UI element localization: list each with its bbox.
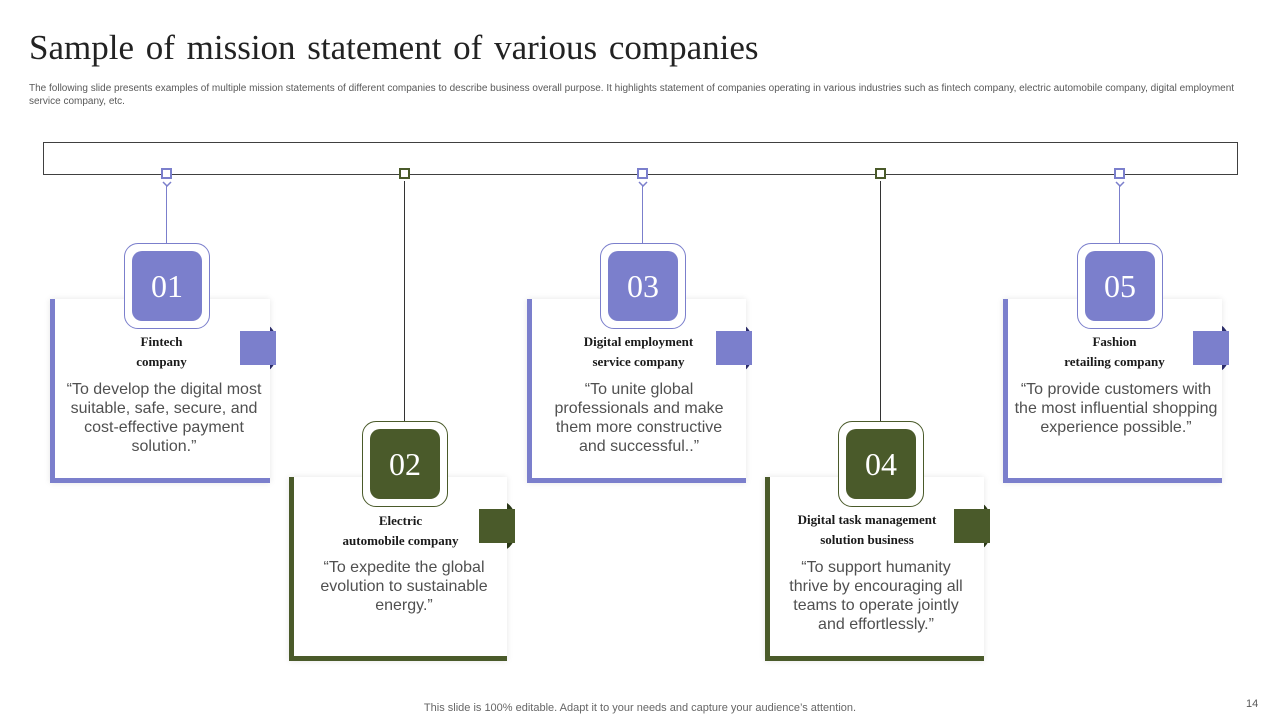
card-accent-bottom (289, 656, 507, 661)
connector-line-1 (166, 186, 167, 244)
card-accent-bottom (1003, 478, 1222, 483)
page-number: 14 (1246, 698, 1259, 710)
number-badge-4: 04 (838, 421, 924, 507)
chevron-down-icon (638, 181, 648, 187)
mission-card-5: Fashion retailing company “To provide cu… (1003, 299, 1222, 483)
chevron-down-icon (162, 181, 172, 187)
card-mission-text: “To expedite the global evolution to sus… (320, 559, 488, 614)
card-accent-left (1003, 299, 1008, 483)
card-tab-square-2 (479, 509, 515, 543)
card-title-line: Fintech (140, 334, 183, 349)
badge-number: 02 (370, 429, 440, 499)
slide-subtitle: The following slide presents examples of… (29, 83, 1235, 107)
card-accent-bottom (527, 478, 746, 483)
chevron-down-icon (1115, 181, 1125, 187)
card-accent-left (289, 477, 294, 661)
number-badge-3: 03 (600, 243, 686, 329)
card-title-line: solution business (820, 532, 914, 547)
mission-card-4: Digital task management solution busines… (765, 477, 984, 661)
card-mission-text: “To unite global professionals and make … (554, 381, 724, 455)
connector-line-3 (642, 186, 643, 244)
card-tab-square-1 (240, 331, 276, 365)
card-title-line: company (136, 354, 187, 369)
slide-title: Sample of mission statement of various c… (29, 28, 759, 67)
card-accent-left (527, 299, 532, 483)
card-title-line: retailing company (1064, 354, 1165, 369)
card-mission-text: “To provide customers with the most infl… (1014, 381, 1218, 436)
number-badge-5: 05 (1077, 243, 1163, 329)
timeline-node-2 (399, 168, 410, 179)
connector-line-2 (404, 181, 405, 422)
connector-line-5 (1119, 186, 1120, 244)
mission-card-2: Electric automobile company “To expedite… (289, 477, 507, 661)
card-accent-left (50, 299, 55, 483)
card-tab-square-5 (1193, 331, 1229, 365)
card-mission-text: “To develop the digital most suitable, s… (66, 381, 262, 455)
card-title: Digital employment service company (537, 332, 740, 372)
timeline-node-1 (161, 168, 172, 179)
card-accent-left (765, 477, 770, 661)
card-title: Fintech company (60, 332, 263, 372)
slide-footer: This slide is 100% editable. Adapt it to… (423, 702, 857, 714)
mission-card-3: Digital employment service company “To u… (527, 299, 746, 483)
badge-number: 01 (132, 251, 202, 321)
badge-number: 05 (1085, 251, 1155, 321)
card-tab-square-4 (954, 509, 990, 543)
card-accent-bottom (765, 656, 984, 661)
connector-line-4 (880, 181, 881, 422)
card-title: Digital task management solution busines… (771, 510, 963, 550)
card-tab-square-3 (716, 331, 752, 365)
card-title: Fashion retailing company (1013, 332, 1216, 372)
card-title-line: Digital task management (797, 512, 937, 527)
card-title-line: automobile company (342, 533, 459, 548)
mission-card-1: Fintech company “To develop the digital … (50, 299, 270, 483)
timeline-node-4 (875, 168, 886, 179)
card-title: Electric automobile company (299, 511, 502, 551)
card-title-line: Digital employment (583, 334, 694, 349)
card-title-line: service company (592, 354, 685, 369)
timeline-node-5 (1114, 168, 1125, 179)
badge-number: 03 (608, 251, 678, 321)
card-mission-text: “To support humanity thrive by encouragi… (789, 559, 963, 633)
card-title-line: Fashion (1092, 334, 1137, 349)
card-accent-bottom (50, 478, 270, 483)
badge-number: 04 (846, 429, 916, 499)
card-title-line: Electric (378, 513, 423, 528)
number-badge-1: 01 (124, 243, 210, 329)
number-badge-2: 02 (362, 421, 448, 507)
timeline-node-3 (637, 168, 648, 179)
